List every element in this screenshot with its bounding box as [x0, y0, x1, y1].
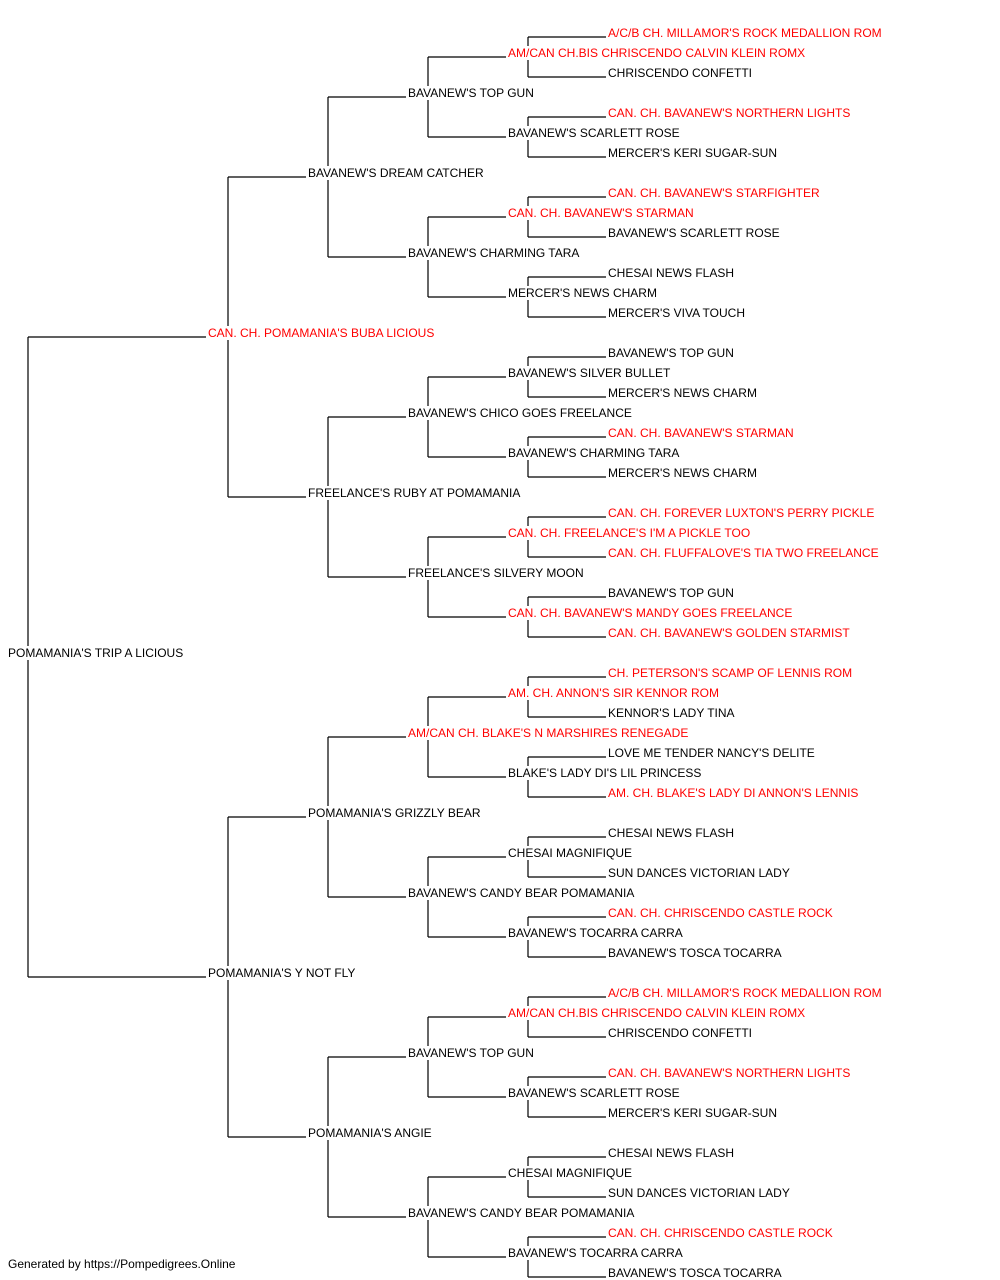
pedigree-dam-gen2: FREELANCE'S RUBY AT POMAMANIA	[307, 486, 522, 500]
pedigree-sire-gen5: CAN. CH. CHRISCENDO CASTLE ROCK	[607, 906, 834, 920]
pedigree-dam-gen4: BAVANEW'S SCARLETT ROSE	[507, 126, 681, 140]
pedigree-dam-gen4: CAN. CH. BAVANEW'S MANDY GOES FREELANCE	[507, 606, 794, 620]
pedigree-sire-gen5: CAN. CH. FOREVER LUXTON'S PERRY PICKLE	[607, 506, 876, 520]
pedigree-sire-gen5: CAN. CH. BAVANEW'S NORTHERN LIGHTS	[607, 106, 852, 120]
pedigree-dam-gen4: MERCER'S NEWS CHARM	[507, 286, 658, 300]
pedigree-sire-gen1: CAN. CH. POMAMANIA'S BUBA LICIOUS	[207, 326, 436, 340]
pedigree-dam-gen5: BAVANEW'S TOSCA TOCARRA	[607, 946, 783, 960]
pedigree-sire-gen2: BAVANEW'S DREAM CATCHER	[307, 166, 485, 180]
pedigree-dam-gen5: MERCER'S KERI SUGAR-SUN	[607, 146, 778, 160]
pedigree-dam-gen4: BAVANEW'S TOCARRA CARRA	[507, 926, 684, 940]
pedigree-sire-gen5: A/C/B CH. MILLAMOR'S ROCK MEDALLION ROM	[607, 986, 883, 1000]
pedigree-sire-gen3: BAVANEW'S TOP GUN	[407, 1046, 535, 1060]
pedigree-sire-gen5: BAVANEW'S TOP GUN	[607, 346, 735, 360]
pedigree-dam-gen5: AM. CH. BLAKE'S LADY DI ANNON'S LENNIS	[607, 786, 860, 800]
pedigree-sire-gen5: CAN. CH. BAVANEW'S STARFIGHTER	[607, 186, 821, 200]
pedigree-dam-gen4: BLAKE'S LADY DI'S LIL PRINCESS	[507, 766, 703, 780]
pedigree-sire-gen4: AM. CH. ANNON'S SIR KENNOR ROM	[507, 686, 720, 700]
pedigree-dam-gen5: MERCER'S NEWS CHARM	[607, 466, 758, 480]
pedigree-dam-gen5: BAVANEW'S TOSCA TOCARRA	[607, 1266, 783, 1280]
pedigree-dam-gen3: BAVANEW'S CANDY BEAR POMAMANIA	[407, 886, 636, 900]
pedigree-sire-gen5: CAN. CH. BAVANEW'S NORTHERN LIGHTS	[607, 1066, 852, 1080]
pedigree-sire-gen4: CHESAI MAGNIFIQUE	[507, 846, 634, 860]
pedigree-sire-gen5: CAN. CH. BAVANEW'S STARMAN	[607, 426, 795, 440]
generated-by-footer: Generated by https://Pompedigrees.Online	[8, 1257, 236, 1271]
pedigree-sire-gen5: CH. PETERSON'S SCAMP OF LENNIS ROM	[607, 666, 854, 680]
pedigree-sire-gen5: A/C/B CH. MILLAMOR'S ROCK MEDALLION ROM	[607, 26, 883, 40]
pedigree-dam-gen3: FREELANCE'S SILVERY MOON	[407, 566, 585, 580]
pedigree-dam-gen5: SUN DANCES VICTORIAN LADY	[607, 866, 791, 880]
pedigree-dam-gen1: POMAMANIA'S Y NOT FLY	[207, 966, 357, 980]
pedigree-sire-gen5: CHESAI NEWS FLASH	[607, 826, 736, 840]
pedigree-sire-gen4: CAN. CH. BAVANEW'S STARMAN	[507, 206, 695, 220]
pedigree-dam-gen4: BAVANEW'S TOCARRA CARRA	[507, 1246, 684, 1260]
pedigree-sire-gen3: BAVANEW'S TOP GUN	[407, 86, 535, 100]
pedigree-dam-gen5: BAVANEW'S SCARLETT ROSE	[607, 226, 781, 240]
pedigree-dam-gen5: CHRISCENDO CONFETTI	[607, 66, 753, 80]
pedigree-dam-gen5: KENNOR'S LADY TINA	[607, 706, 736, 720]
pedigree-dam-gen2: POMAMANIA'S ANGIE	[307, 1126, 433, 1140]
pedigree-dam-gen4: BAVANEW'S CHARMING TARA	[507, 446, 681, 460]
pedigree-sire-gen4: AM/CAN CH.BIS CHRISCENDO CALVIN KLEIN RO…	[507, 1006, 807, 1020]
pedigree-sire-gen2: POMAMANIA'S GRIZZLY BEAR	[307, 806, 482, 820]
pedigree-sire-gen4: CAN. CH. FREELANCE'S I'M A PICKLE TOO	[507, 526, 752, 540]
pedigree-dam-gen5: SUN DANCES VICTORIAN LADY	[607, 1186, 791, 1200]
pedigree-sire-gen4: CHESAI MAGNIFIQUE	[507, 1166, 634, 1180]
pedigree-dam-gen5: MERCER'S KERI SUGAR-SUN	[607, 1106, 778, 1120]
pedigree-dam-gen5: CAN. CH. FLUFFALOVE'S TIA TWO FREELANCE	[607, 546, 880, 560]
pedigree-dam-gen4: BAVANEW'S SCARLETT ROSE	[507, 1086, 681, 1100]
pedigree-sire-gen5: CAN. CH. CHRISCENDO CASTLE ROCK	[607, 1226, 834, 1240]
pedigree-sire-gen3: BAVANEW'S CHICO GOES FREELANCE	[407, 406, 633, 420]
pedigree-subject: POMAMANIA'S TRIP A LICIOUS	[7, 646, 185, 660]
pedigree-dam-gen3: BAVANEW'S CANDY BEAR POMAMANIA	[407, 1206, 636, 1220]
pedigree-sire-gen5: LOVE ME TENDER NANCY'S DELITE	[607, 746, 816, 760]
pedigree-dam-gen5: MERCER'S NEWS CHARM	[607, 386, 758, 400]
pedigree-dam-gen5: CAN. CH. BAVANEW'S GOLDEN STARMIST	[607, 626, 851, 640]
pedigree-sire-gen4: BAVANEW'S SILVER BULLET	[507, 366, 672, 380]
pedigree-sire-gen5: CHESAI NEWS FLASH	[607, 266, 736, 280]
pedigree-sire-gen5: BAVANEW'S TOP GUN	[607, 586, 735, 600]
pedigree-sire-gen4: AM/CAN CH.BIS CHRISCENDO CALVIN KLEIN RO…	[507, 46, 807, 60]
pedigree-dam-gen5: MERCER'S VIVA TOUCH	[607, 306, 746, 320]
pedigree-sire-gen3: AM/CAN CH. BLAKE'S N MARSHIRES RENEGADE	[407, 726, 690, 740]
pedigree-dam-gen5: CHRISCENDO CONFETTI	[607, 1026, 753, 1040]
pedigree-sire-gen5: CHESAI NEWS FLASH	[607, 1146, 736, 1160]
pedigree-dam-gen3: BAVANEW'S CHARMING TARA	[407, 246, 581, 260]
